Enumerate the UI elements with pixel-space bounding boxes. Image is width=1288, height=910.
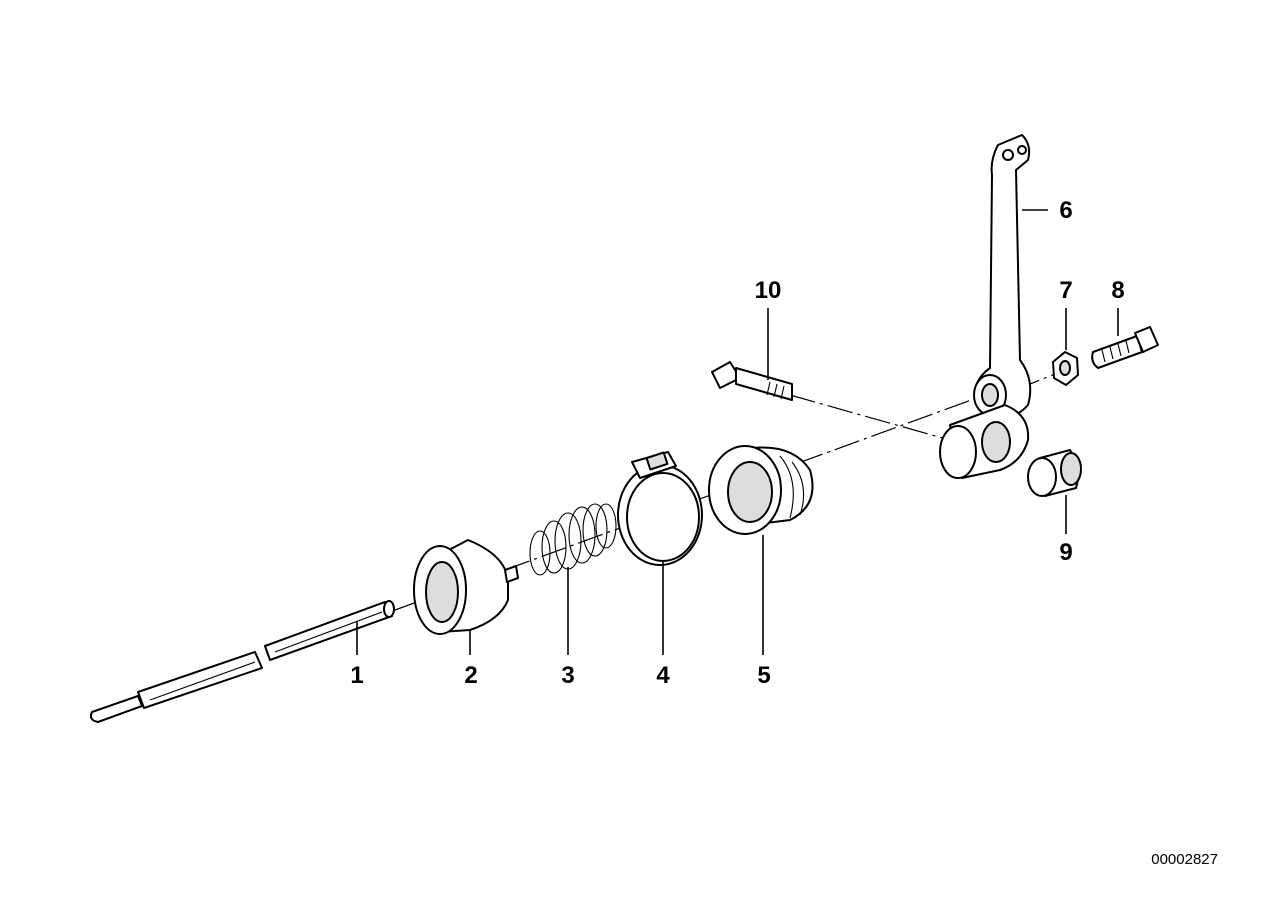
part-9-needle-bearing xyxy=(1027,449,1082,497)
part-3-spring xyxy=(529,503,617,576)
callout-7: 7 xyxy=(1059,277,1072,304)
part-10-pivot-bolt xyxy=(711,361,793,401)
part-7-nut xyxy=(1052,351,1079,386)
part-4-hose-clamp xyxy=(617,451,703,566)
part-2-cylinder-cap xyxy=(413,539,519,635)
callout-2: 2 xyxy=(464,662,477,689)
callout-9: 9 xyxy=(1059,539,1072,566)
document-id: 00002827 xyxy=(1151,851,1218,868)
callout-4: 4 xyxy=(656,662,670,689)
callout-3: 3 xyxy=(561,662,574,689)
callout-6: 6 xyxy=(1059,197,1072,224)
callout-8: 8 xyxy=(1111,277,1124,304)
part-6-release-lever xyxy=(939,134,1032,479)
callout-leaders xyxy=(356,209,1119,655)
callout-5: 5 xyxy=(757,662,770,689)
part-5-rubber-boot xyxy=(708,445,814,535)
part-1-push-rod xyxy=(89,600,395,723)
part-8-adjusting-screw xyxy=(1091,326,1159,369)
callout-10: 10 xyxy=(755,277,782,304)
callout-1: 1 xyxy=(350,662,363,689)
